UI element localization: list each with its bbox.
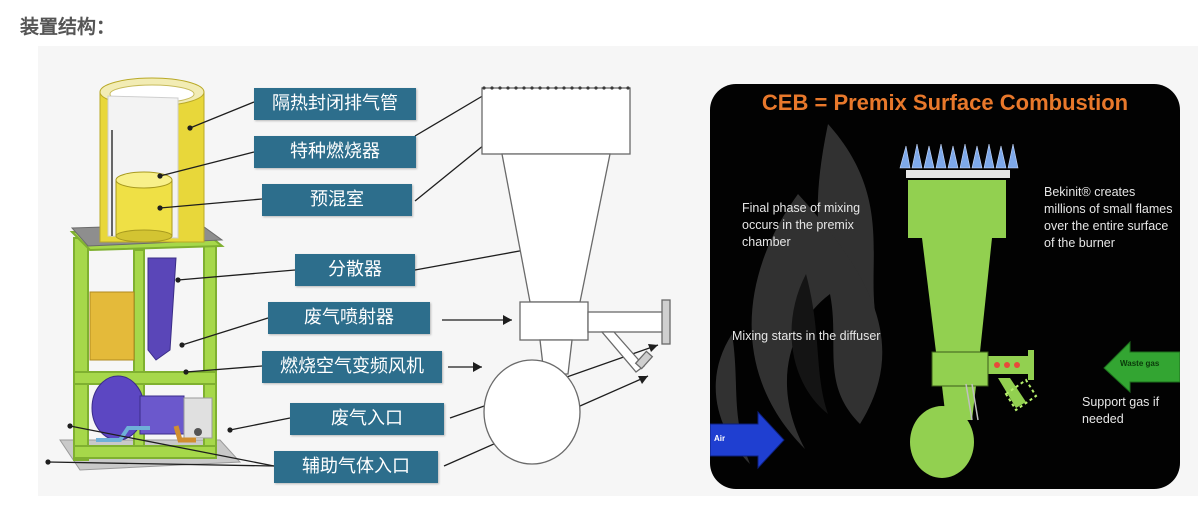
ceb-panel: CEB = Premix Surface Combustion Final ph… — [710, 84, 1180, 489]
burner-body — [908, 180, 1034, 478]
label-diffuser: 分散器 — [295, 254, 415, 286]
label-premix-chamber: 预混室 — [262, 184, 412, 216]
label-combustion-air-vfd-fan: 燃烧空气变频风机 — [262, 351, 442, 383]
ceb-title: CEB = Premix Surface Combustion — [710, 90, 1180, 116]
text-mixing-starts: Mixing starts in the diffuser — [732, 328, 922, 345]
waste-gas-arrow-label: Waste gas — [1120, 359, 1159, 369]
ceb-illustration — [710, 84, 1180, 489]
air-arrow-label: Air — [714, 434, 725, 444]
label-waste-gas-inlet: 废气入口 — [290, 403, 444, 435]
label-auxiliary-gas-inlet: 辅助气体入口 — [274, 451, 438, 483]
burner-schematic — [482, 88, 670, 464]
text-bekinit-flames: Bekinit® creates millions of small flame… — [1044, 184, 1174, 252]
label-waste-gas-injector: 废气喷射器 — [268, 302, 430, 334]
label-special-burner: 特种燃烧器 — [254, 136, 416, 168]
surface-flames-icon — [900, 144, 1018, 168]
equipment-illustration — [60, 78, 240, 470]
text-support-gas: Support gas if needed — [1082, 394, 1172, 428]
label-insulated-exhaust-pipe: 隔热封闭排气管 — [254, 88, 416, 120]
text-final-mixing-phase: Final phase of mixing occurs in the prem… — [742, 200, 892, 251]
